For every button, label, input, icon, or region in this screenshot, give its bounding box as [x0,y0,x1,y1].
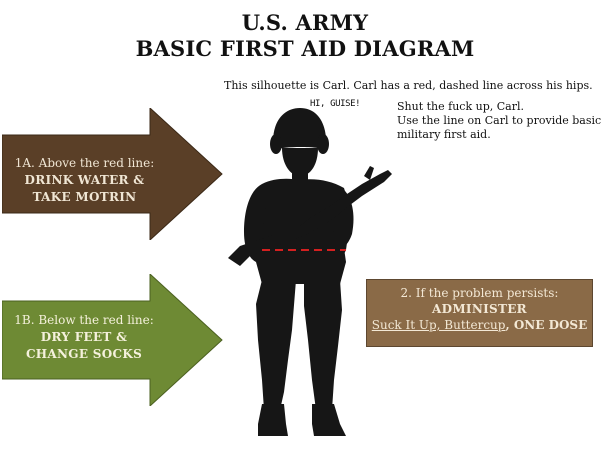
intro-text: This silhouette is Carl. Carl has a red,… [224,79,593,92]
arrow-1a: 1A. Above the red line: DRINK WATER & TA… [2,108,224,240]
soldier-silhouette [228,108,392,436]
box-2-line-2: Suck It Up, Buttercup, ONE DOSE [367,317,592,333]
arrow-1b-shape [2,274,223,406]
response-line-2: Use the line on Carl to provide basic [397,114,602,127]
box-2-dose: , ONE DOSE [505,318,588,332]
box-2-heading: 2. If the problem persists: [400,286,559,300]
response-text: Shut the fuck up, Carl. Use the line on … [397,100,601,142]
arrow-1a-text: 1A. Above the red line: DRINK WATER & TA… [12,155,157,206]
title-line-1: U.S. ARMY [241,10,369,35]
response-line-3: military first aid. [397,128,491,141]
box-2: 2. If the problem persists: ADMINISTER S… [366,279,593,347]
response-line-1: Shut the fuck up, Carl. [397,100,524,113]
arrow-1b-text: 1B. Below the red line: DRY FEET & CHANG… [10,312,158,363]
box-2-medicine: Suck It Up, Buttercup [371,318,506,332]
title-line-2: BASIC FIRST AID DIAGRAM [135,36,475,61]
arrow-1b-line-1: DRY FEET & [40,330,128,344]
arrow-1b: 1B. Below the red line: DRY FEET & CHANG… [2,274,224,406]
arrow-1a-shape [2,108,223,240]
arrow-1a-line-1: DRINK WATER & [24,173,145,187]
arrow-1a-line-2: TAKE MOTRIN [32,190,137,204]
arrow-1a-heading: 1A. Above the red line: [14,156,155,170]
arrow-1b-line-2: CHANGE SOCKS [25,347,143,361]
arrow-1b-heading: 1B. Below the red line: [14,313,154,327]
box-2-line-1: ADMINISTER [432,302,527,316]
carl-speech: HI, GUISE! [310,99,361,109]
